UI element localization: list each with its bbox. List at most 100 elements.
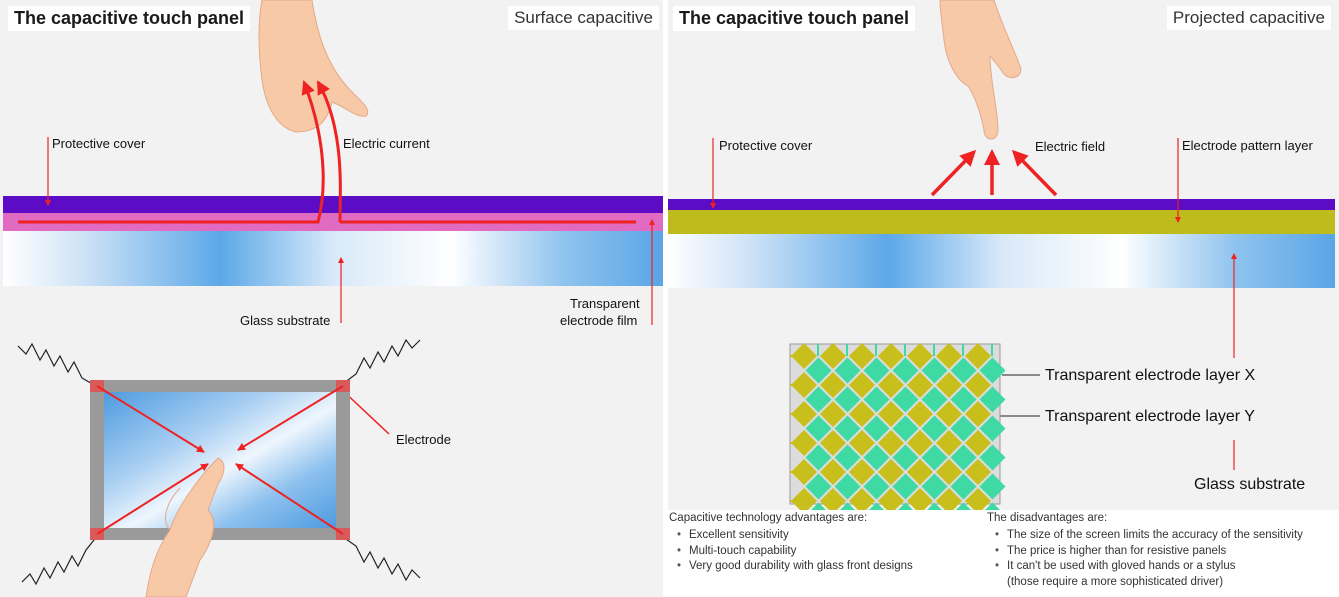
grid-diamond-y bbox=[805, 357, 832, 384]
label-transparent-film-2: electrode film bbox=[560, 313, 638, 328]
grid-diamond-x bbox=[907, 372, 933, 398]
label-glass-substrate: Glass substrate bbox=[240, 313, 331, 328]
grid-diamond-x bbox=[791, 430, 817, 456]
grid-diamond-y bbox=[863, 386, 890, 413]
grid-diamond-y bbox=[950, 386, 977, 413]
grid-diamond-x bbox=[820, 488, 846, 510]
electrode-grid bbox=[789, 343, 1006, 510]
grid-diamond-x bbox=[820, 459, 846, 485]
grid-diamond-y bbox=[834, 357, 861, 384]
grid-diamond-x bbox=[791, 343, 817, 369]
label-electrode: Electrode bbox=[396, 432, 451, 447]
protective-cover-layer bbox=[668, 199, 1335, 210]
grid-diamond-y bbox=[921, 357, 948, 384]
label-glass-substrate: Glass substrate bbox=[1194, 476, 1306, 493]
grid-diamond-y bbox=[834, 444, 861, 471]
transparent-electrode-film-layer bbox=[3, 213, 663, 231]
grid-diamond-y bbox=[805, 473, 832, 500]
grid-diamond-x bbox=[791, 488, 817, 510]
grid-diamond-y bbox=[863, 444, 890, 471]
glass-substrate-layer bbox=[3, 231, 663, 286]
label-electric-current: Electric current bbox=[343, 136, 430, 151]
grid-diamond-y bbox=[979, 357, 1006, 384]
grid-diamond-x bbox=[965, 401, 991, 427]
disadvantage-continuation: (those require a more sophisticated driv… bbox=[1007, 575, 1224, 588]
grid-diamond-y bbox=[950, 473, 977, 500]
grid-diamond-y bbox=[979, 415, 1006, 442]
label-protective-cover: Protective cover bbox=[52, 136, 146, 151]
grid-diamond-x bbox=[936, 430, 962, 456]
grid-diamond-x bbox=[878, 401, 904, 427]
advantage-item: Multi-touch capability bbox=[677, 544, 979, 560]
grid-diamond-y bbox=[834, 386, 861, 413]
grid-diamond-y bbox=[805, 415, 832, 442]
label-layer-x: Transparent electrode layer X bbox=[1045, 367, 1256, 384]
grid-diamond-y bbox=[863, 415, 890, 442]
grid-diamond-x bbox=[907, 401, 933, 427]
grid-diamond-y bbox=[921, 444, 948, 471]
label-electrode-pattern: Electrode pattern layer bbox=[1182, 138, 1313, 153]
label-transparent-film-1: Transparent bbox=[570, 296, 640, 311]
grid-diamond-y bbox=[863, 357, 890, 384]
grid-diamond-x bbox=[849, 401, 875, 427]
grid-diamond-x bbox=[820, 343, 846, 369]
grid-diamond-x bbox=[849, 488, 875, 510]
grid-diamond-x bbox=[965, 343, 991, 369]
grid-diamond-y bbox=[834, 473, 861, 500]
grid-diamond-x bbox=[936, 459, 962, 485]
grid-diamond-x bbox=[907, 459, 933, 485]
grid-diamond-y bbox=[921, 386, 948, 413]
glass-substrate-layer bbox=[668, 234, 1335, 288]
grid-diamond-x bbox=[791, 372, 817, 398]
grid-diamond-x bbox=[936, 401, 962, 427]
grid-diamond-y bbox=[921, 473, 948, 500]
protective-cover-layer bbox=[3, 196, 663, 213]
grid-diamond-y bbox=[892, 415, 919, 442]
grid-diamond-y bbox=[805, 444, 832, 471]
disadvantages-list: The size of the screen limits the accura… bbox=[987, 528, 1339, 575]
grid-diamond-y bbox=[985, 502, 1000, 510]
grid-diamond-x bbox=[936, 488, 962, 510]
right-subtitle: Projected capacitive bbox=[1166, 6, 1331, 30]
grid-diamond-y bbox=[805, 386, 832, 413]
grid-diamond-x bbox=[849, 372, 875, 398]
grid-diamond-x bbox=[878, 459, 904, 485]
grid-diamond-y bbox=[950, 357, 977, 384]
right-diagram-graphics bbox=[710, 0, 1237, 510]
right-title: The capacitive touch panel bbox=[673, 6, 916, 31]
grid-diamond-y bbox=[950, 415, 977, 442]
grid-diamond-y bbox=[811, 502, 826, 510]
grid-diamond-y bbox=[892, 473, 919, 500]
disadvantage-item: The size of the screen limits the accura… bbox=[995, 528, 1339, 544]
grid-diamond-x bbox=[849, 430, 875, 456]
left-title: The capacitive touch panel bbox=[8, 6, 251, 31]
grid-diamond-x bbox=[907, 488, 933, 510]
advantage-item: Excellent sensitivity bbox=[677, 528, 979, 544]
grid-diamond-x bbox=[936, 372, 962, 398]
left-subtitle: Surface capacitive bbox=[508, 6, 659, 30]
grid-diamond-y bbox=[898, 502, 913, 510]
left-hand-icon bbox=[258, 0, 369, 133]
electrode-pattern-layer bbox=[668, 210, 1335, 234]
advantages-section: Capacitive technology advantages are: Ex… bbox=[669, 512, 979, 575]
grid-diamond-y bbox=[956, 502, 971, 510]
grid-diamond-y bbox=[892, 444, 919, 471]
grid-diamond-y bbox=[950, 444, 977, 471]
grid-diamond-y bbox=[927, 502, 942, 510]
grid-diamond-y bbox=[979, 473, 1006, 500]
grid-diamond-x bbox=[965, 488, 991, 510]
advantages-list: Excellent sensitivity Multi-touch capabi… bbox=[669, 528, 979, 575]
grid-diamond-x bbox=[907, 430, 933, 456]
label-layer-y: Transparent electrode layer Y bbox=[1045, 408, 1255, 425]
grid-diamond-x bbox=[849, 343, 875, 369]
grid-diamond-x bbox=[849, 459, 875, 485]
projected-capacitive-panel: The capacitive touch panel Projected cap… bbox=[668, 0, 1339, 597]
grid-diamond-x bbox=[791, 459, 817, 485]
grid-diamond-y bbox=[840, 502, 855, 510]
grid-diamond-y bbox=[979, 386, 1006, 413]
grid-diamond-y bbox=[892, 357, 919, 384]
grid-diamond-y bbox=[892, 386, 919, 413]
grid-diamond-x bbox=[878, 343, 904, 369]
grid-diamond-x bbox=[791, 401, 817, 427]
advantage-item: Very good durability with glass front de… bbox=[677, 559, 979, 575]
